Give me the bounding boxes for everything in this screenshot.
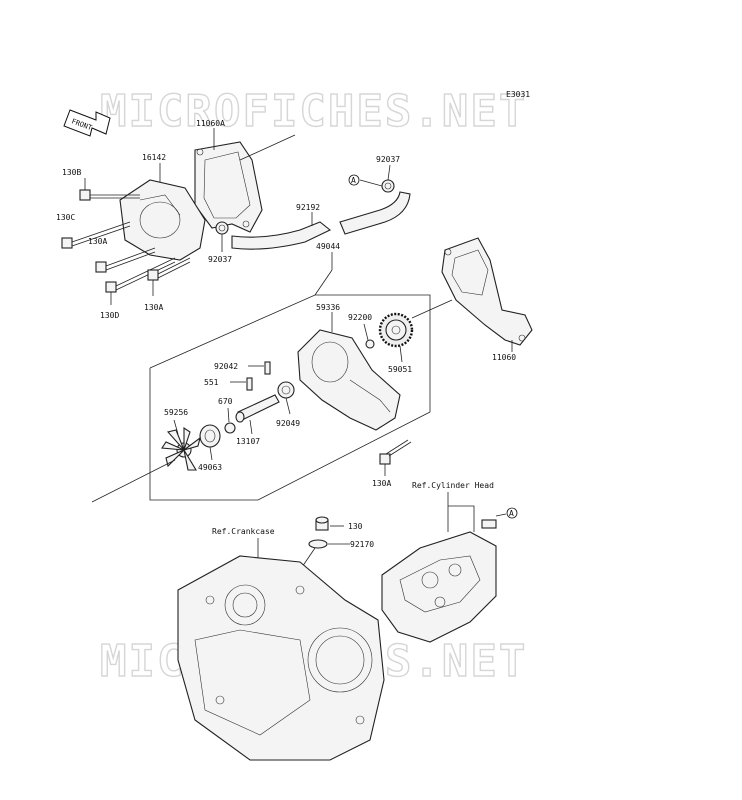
svg-text:A: A	[351, 176, 356, 185]
part-label-130a-left: 130A	[88, 237, 107, 246]
part-label-59051: 59051	[388, 365, 412, 374]
cylinder-head	[381, 531, 497, 643]
part-label-551: 551	[204, 378, 219, 387]
watermark-top: MICROFICHES.NET	[100, 86, 527, 137]
gasket-11060	[441, 237, 533, 346]
bolt-130a-right	[379, 439, 412, 465]
part-label-130b: 130B	[62, 168, 81, 177]
part-label-59256: 59256	[164, 408, 188, 417]
impeller-59256	[161, 426, 201, 471]
pump-body-59336	[297, 329, 401, 431]
shaft-13107	[235, 394, 280, 423]
bolt-130c	[61, 221, 131, 249]
part-label-92037-upper: 92037	[376, 155, 400, 164]
bolt-130b	[79, 189, 140, 201]
pump-cover-16142	[119, 179, 206, 261]
part-label-92200: 92200	[348, 313, 372, 322]
ref-cylinder-head-leader	[447, 492, 475, 532]
fitting-a	[481, 519, 497, 529]
part-label-49063: 49063	[198, 463, 222, 472]
part-label-11060: 11060	[492, 353, 516, 362]
part-label-130d: 130D	[100, 311, 119, 320]
part-label-11060a: 11060A	[196, 119, 225, 128]
oring-670	[224, 422, 236, 434]
bolt-130a-left	[95, 247, 156, 273]
svg-text:A: A	[509, 509, 514, 518]
front-arrow-icon: FRONT	[63, 109, 111, 137]
ref-crankcase: Ref.Crankcase	[212, 527, 275, 536]
washer-92200	[365, 339, 375, 349]
part-label-92037-lower: 92037	[208, 255, 232, 264]
seal-92049	[277, 381, 295, 399]
gear-59051	[378, 312, 414, 348]
part-label-92170: 92170	[350, 540, 374, 549]
part-label-92192: 92192	[296, 203, 320, 212]
washer-92170	[308, 539, 328, 549]
bolt-130	[315, 516, 329, 531]
clamp-92037-lower	[215, 221, 229, 235]
part-label-49044: 49044	[316, 242, 340, 251]
crankcase	[177, 555, 385, 761]
part-label-130: 130	[348, 522, 363, 531]
part-label-130c: 130C	[56, 213, 75, 222]
pin-551	[246, 377, 253, 391]
seal-49063	[199, 424, 221, 448]
pin-92042	[264, 361, 271, 375]
callout-a-lower: A	[506, 507, 518, 519]
callout-a-upper: A	[348, 174, 360, 186]
hose-92192	[231, 191, 411, 250]
gasket-11060a	[194, 141, 263, 233]
part-label-13107: 13107	[236, 437, 260, 446]
bolt-130a-mid	[147, 257, 191, 281]
part-label-92042: 92042	[214, 362, 238, 371]
part-label-130a-right: 130A	[372, 479, 391, 488]
part-label-16142: 16142	[142, 153, 166, 162]
part-label-670: 670	[218, 397, 233, 406]
diagram-code: E3031	[506, 90, 530, 99]
part-label-130a-mid: 130A	[144, 303, 163, 312]
clamp-92037-upper	[381, 179, 395, 193]
part-label-59336: 59336	[316, 303, 340, 312]
part-label-92049: 92049	[276, 419, 300, 428]
ref-cylinder-head: Ref.Cylinder Head	[412, 481, 494, 490]
